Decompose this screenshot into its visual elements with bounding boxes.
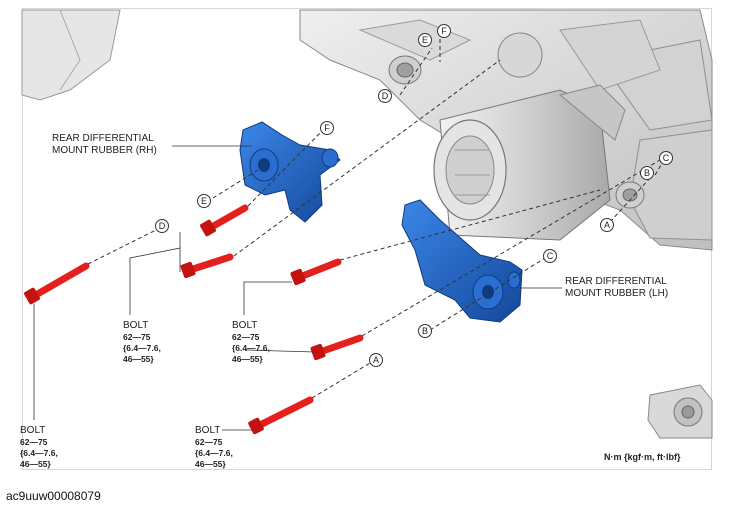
mount-rubber-rh (239, 121, 341, 223)
bolt-b (310, 334, 364, 361)
bolt-torque-ftlbf: 46—55} (195, 459, 226, 469)
bolt-torque-ftlbf: 46—55} (232, 354, 263, 364)
bolt-torque-nm: 62—75 (20, 437, 48, 447)
bolt-e (200, 204, 249, 237)
bolt-torque-nm: 62—75 (232, 332, 260, 342)
bolt-torque-ftlbf: 46—55} (20, 459, 51, 469)
bolt-title: BOLT (123, 320, 149, 331)
callout-d-housing: D (378, 89, 392, 103)
mount-rh-label-line2: MOUNT RUBBER (RH) (52, 145, 157, 156)
bolt-title: BOLT (195, 425, 221, 436)
hub-component (647, 384, 713, 439)
bolt-torque-nm: 62—75 (195, 437, 223, 447)
bolt-d (24, 262, 90, 305)
figure-id: ac9uuw00008079 (6, 489, 101, 503)
callout-b-mount: B (418, 324, 432, 338)
bolt-f (180, 253, 234, 279)
mount-rh-label: REAR DIFFERENTIAL MOUNT RUBBER (RH) (52, 133, 157, 157)
bolt-label-4: BOLT 62—75 {6.4—7.6, 46—55} (195, 425, 233, 470)
callout-d-bolt: D (155, 219, 169, 233)
callout-a-housing: A (600, 218, 614, 232)
bolt-a (248, 396, 314, 435)
bolt-torque-nm: 62—75 (123, 332, 151, 342)
leader-lines (33, 145, 562, 431)
callout-f-bolt: F (320, 121, 334, 135)
bolt-torque-kgf: {6.4—7.6, (195, 448, 233, 458)
callout-e-housing: E (418, 33, 432, 47)
mount-lh-label: REAR DIFFERENTIAL MOUNT RUBBER (LH) (565, 276, 668, 300)
mount-lh-label-line1: REAR DIFFERENTIAL (565, 276, 667, 287)
bolt-torque-ftlbf: 46—55} (123, 354, 154, 364)
bolt-torque-kgf: {6.4—7.6, (232, 343, 270, 353)
mount-lh-label-line2: MOUNT RUBBER (LH) (565, 288, 669, 299)
callout-c-housing: C (659, 151, 673, 165)
bolt-title: BOLT (232, 320, 258, 331)
bolt-label-3: BOLT 62—75 {6.4—7.6, 46—55} (20, 425, 58, 470)
bolt-label-1: BOLT 62—75 {6.4—7.6, 46—55} (123, 320, 161, 365)
callout-b-housing: B (640, 166, 654, 180)
alignment-lines (87, 32, 665, 399)
bolt-title: BOLT (20, 425, 46, 436)
mount-rh-label-line1: REAR DIFFERENTIAL (52, 133, 154, 144)
torque-units: N·m {kgf·m, ft·lbf} (604, 452, 681, 462)
bolt-torque-kgf: {6.4—7.6, (20, 448, 58, 458)
callout-c-mount: C (543, 249, 557, 263)
bolt-torque-kgf: {6.4—7.6, (123, 343, 161, 353)
callout-a-bolt: A (369, 353, 383, 367)
callout-f-housing: F (437, 24, 451, 38)
bolt-label-2: BOLT 62—75 {6.4—7.6, 46—55} (232, 320, 270, 365)
differential-motor (433, 84, 626, 241)
bolt-c (290, 258, 342, 286)
callout-e-bolt: E (197, 194, 211, 208)
